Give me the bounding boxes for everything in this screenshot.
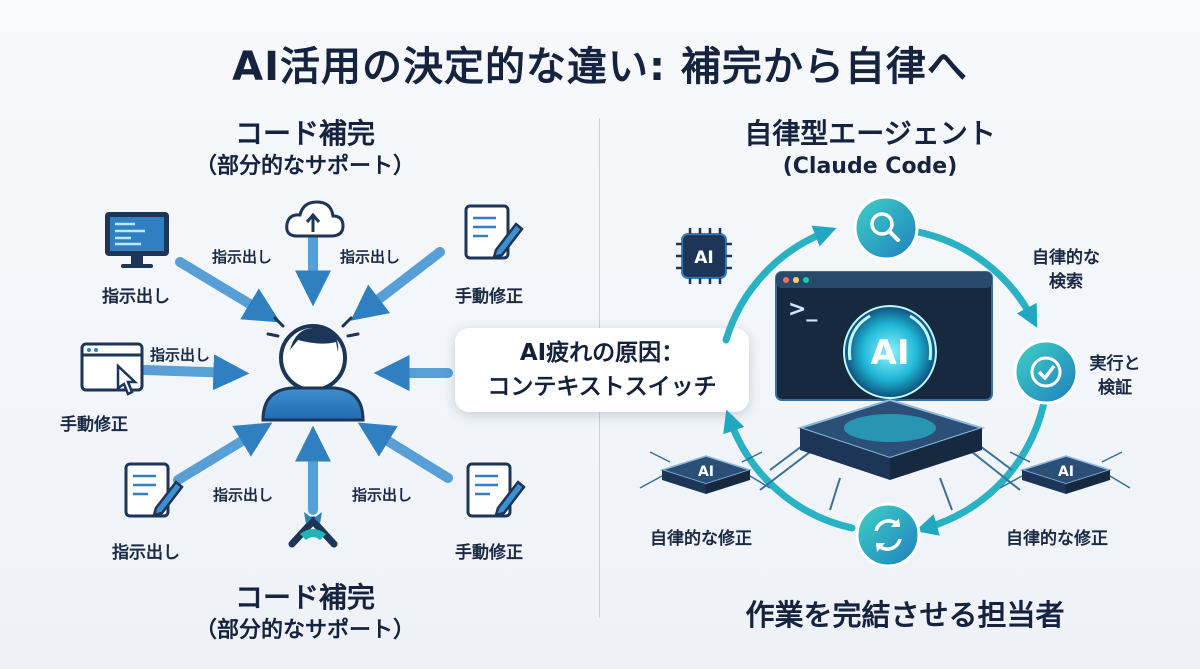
arrow-left [140,354,250,391]
left-bottom-heading: コード補完 （部分的なサポート） [150,580,460,646]
context-switch-callout: AI疲れの原因： コンテキストスイッチ [455,328,749,412]
cycle-label-fix-left: 自律的な修正 [650,529,752,549]
label-monitor: 指示出し [102,287,170,307]
arrow-bottom-right [357,422,453,483]
cycle-label-verify-2: 検証 [1098,378,1132,398]
arrow-label-4: 指示出し [213,486,274,504]
main-ai-chip [759,305,1021,511]
arrow-top-left [175,257,281,323]
document-edit-icon-bottom-left [124,462,184,518]
right-bottom-caption: 作業を完結させる担当者 [745,598,1065,632]
page-title: AI活用の決定的な違い: 補完から自律へ [232,44,968,90]
refresh-node-icon [855,502,921,568]
left-diagram [80,200,526,548]
cycle-label-verify-1: 実行と [1089,354,1141,374]
label-browser: 手動修正 [60,415,128,435]
cycle-label-fix-right: 自律的な修正 [1006,529,1108,549]
arrow-label-3: 指示出し [150,346,211,364]
right-heading-text: 自律型エージェント [744,117,996,150]
document-edit-icon-bottom-right [466,462,526,518]
main-chip-label: AI [871,333,910,373]
right-diagram: >_ AI AI AI [639,195,1131,568]
ai-chip-bottom-right-icon [999,451,1131,494]
cycle-arc-4 [722,225,837,344]
left-top-heading-text: コード補完 [234,117,375,150]
ai-chip-bottom-right-label: AI [1058,464,1074,480]
left-bottom-subheading-text: （部分的なサポート） [194,618,415,643]
terminal-prompt: >_ [788,297,817,322]
search-node-icon [853,195,919,261]
cycle-label-search: 自律的な 検索 [1026,246,1106,294]
arrow-top-right [350,247,445,321]
right-subheading-text: (Claude Code) [782,154,958,179]
ai-chip-bottom-left-label: AI [698,464,714,480]
arrow-label-5: 指示出し [352,486,413,504]
ai-chip-bottom-left-icon [639,451,771,494]
cycle-label-search-1: 自律的な [1032,248,1100,268]
document-edit-icon-top-right [464,204,524,260]
browser-click-icon [80,342,144,396]
label-doc-bottom-right: 手動修正 [455,543,523,563]
arrow-label-2: 指示出し [340,248,401,266]
cycle-label-search-2: 検索 [1049,272,1083,292]
cloud-upload-icon [285,200,345,238]
callout-line-1: AI疲れの原因： [519,340,685,366]
cycle-arc-1 [914,228,1038,328]
monitor-icon [105,212,169,268]
ai-chip-top-left-label: AI [694,248,713,268]
person-icon [261,316,365,422]
left-top-subheading-text: （部分的なサポート） [194,154,415,179]
label-doc-top-right: 手動修正 [455,287,523,307]
left-top-heading: コード補完 （部分的なサポート） [150,116,460,182]
cycle-arc-2 [915,388,1050,536]
ai-chip-top-left-icon [676,228,732,284]
right-heading: 自律型エージェント (Claude Code) [690,116,1050,182]
label-doc-bottom-left: 指示出し [112,543,180,563]
tools-icon [288,512,338,548]
arrow-label-1: 指示出し [212,248,273,266]
verify-node-icon [1013,339,1079,405]
left-bottom-heading-text: コード補完 [234,581,375,614]
callout-line-2: コンテキストスイッチ [487,374,717,400]
arrow-bottom-left [173,422,273,485]
cycle-arc-3 [723,409,856,532]
cycle-label-verify: 実行と 検証 [1080,352,1150,400]
